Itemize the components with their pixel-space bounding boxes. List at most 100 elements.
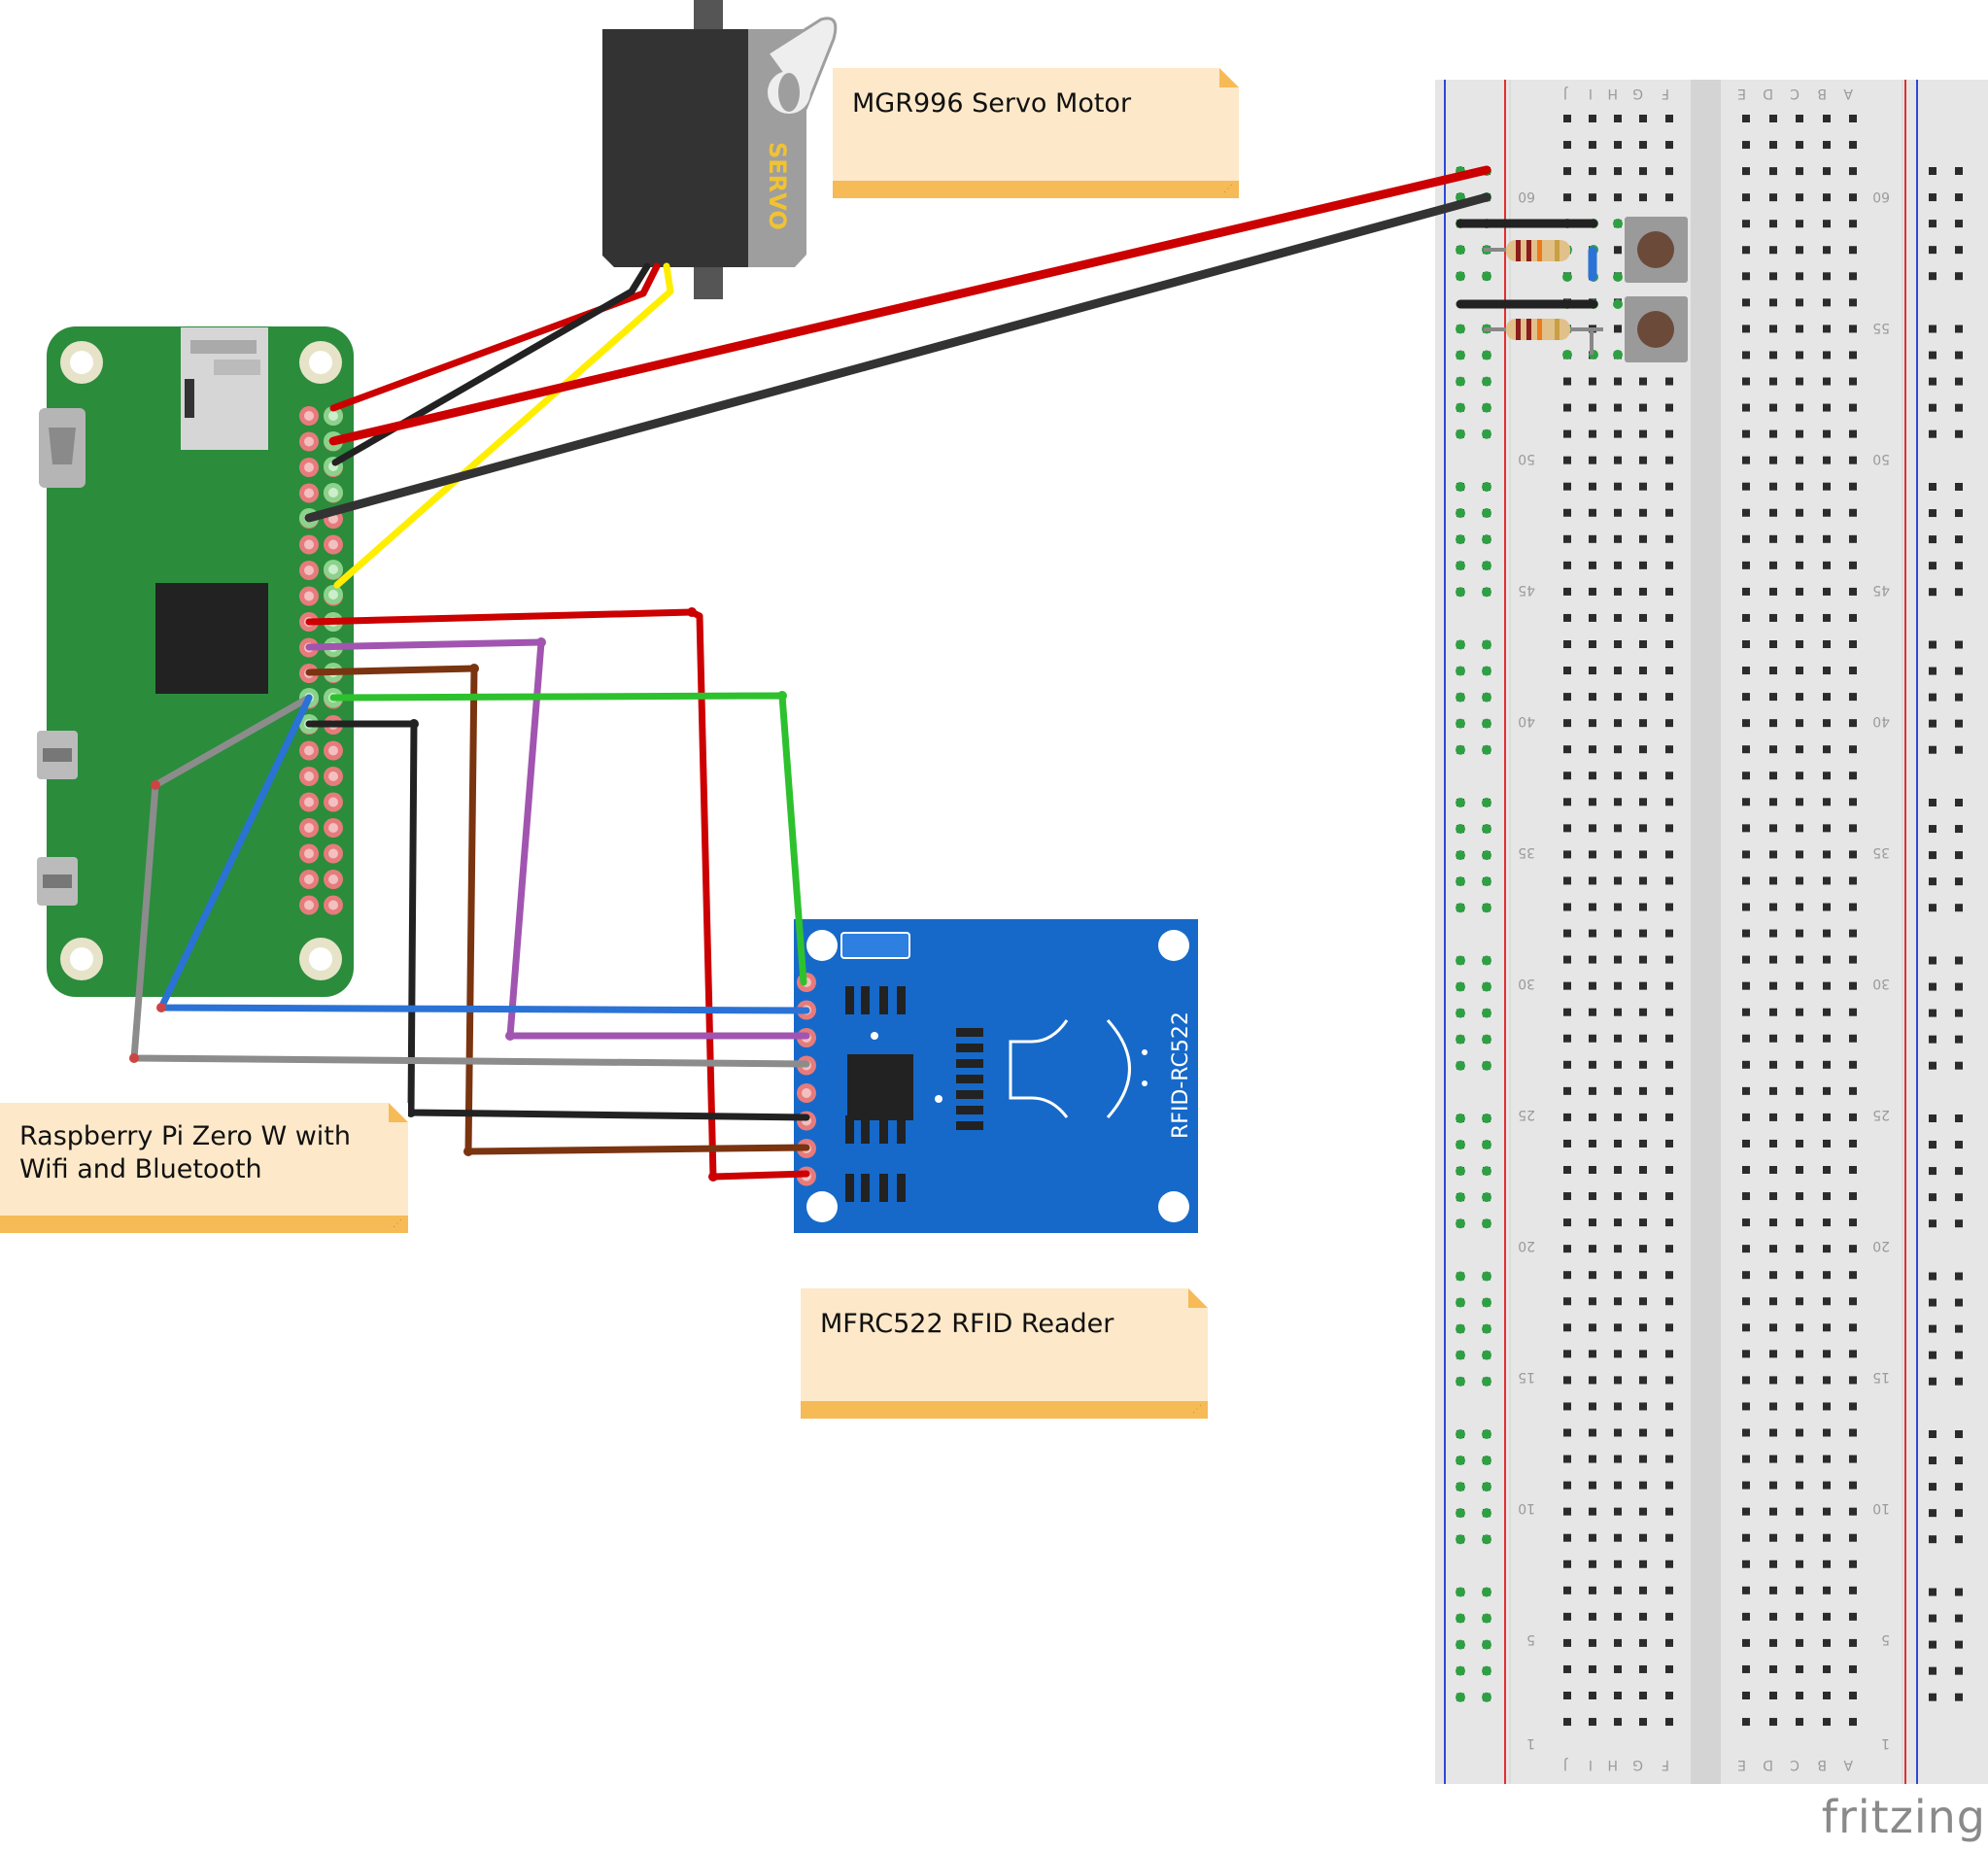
rail-hole: [1929, 1535, 1937, 1544]
rail-hole-used: [1482, 1639, 1491, 1650]
rail-hole-used: [1482, 718, 1491, 729]
rail-hole: [1929, 1219, 1937, 1228]
gpio-pin-hole: [328, 539, 338, 550]
rail-hole: [1955, 509, 1963, 518]
breadboard-hole: [1563, 561, 1571, 569]
breadboard-hole: [1769, 1455, 1777, 1463]
breadboard-hole: [1849, 903, 1857, 911]
breadboard-hole: [1614, 141, 1622, 150]
breadboard-hole: [1665, 1533, 1673, 1542]
breadboard-hole: [1614, 981, 1622, 990]
breadboard-hole: [1639, 693, 1647, 702]
breadboard-hole: [1589, 1245, 1596, 1253]
breadboard-hole: [1589, 955, 1596, 964]
breadboard-hole: [1614, 246, 1622, 255]
breadboard-hole: [1742, 141, 1750, 150]
breadboard-hole: [1849, 1297, 1857, 1306]
breadboard-hole: [1665, 1402, 1673, 1411]
breadboard-hole: [1639, 1455, 1647, 1463]
breadboard-hole: [1742, 798, 1750, 806]
breadboard-hole: [1742, 1638, 1750, 1647]
breadboard-hole: [1849, 429, 1857, 438]
breadboard-hole: [1589, 929, 1596, 938]
breadboard-hole: [1769, 1008, 1777, 1016]
breadboard-hole: [1742, 325, 1750, 333]
breadboard-hole: [1849, 981, 1857, 990]
breadboard-hole: [1614, 1192, 1622, 1201]
breadboard-hole: [1639, 771, 1647, 780]
breadboard-hole: [1823, 482, 1831, 491]
gpio-pin-hole: [304, 411, 314, 421]
breadboard-hole: [1796, 1428, 1803, 1437]
breadboard-hole: [1823, 403, 1831, 412]
breadboard-hole: [1589, 1192, 1596, 1201]
breadboard-hole: [1665, 1428, 1673, 1437]
servo-note: MGR996 Servo Motor ⋰: [833, 68, 1239, 198]
breadboard-hole: [1589, 1218, 1596, 1227]
rail-hole-used: [1482, 798, 1491, 807]
rail-hole: [1929, 429, 1937, 438]
breadboard-hole: [1742, 429, 1750, 438]
breadboard-hole: [1742, 693, 1750, 702]
gpio-pin-hole: [304, 591, 314, 601]
row-number: 15: [1518, 1369, 1535, 1385]
breadboard-hole: [1589, 1455, 1596, 1463]
breadboard-hole: [1665, 1139, 1673, 1148]
rail-hole-used: [1456, 1376, 1465, 1387]
breadboard-hole: [1614, 824, 1622, 833]
rail-hole: [1929, 1141, 1937, 1149]
breadboard-hole: [1639, 1034, 1647, 1043]
rail-hole: [1929, 719, 1937, 728]
breadboard-hole: [1639, 377, 1647, 386]
breadboard-hole: [1563, 1008, 1571, 1016]
breadboard-hole: [1769, 1560, 1777, 1568]
breadboard-hole: [1849, 1507, 1857, 1516]
breadboard-hole: [1665, 955, 1673, 964]
breadboard-hole: [1796, 876, 1803, 885]
breadboard-hole: [1665, 561, 1673, 569]
column-letter: I: [1589, 86, 1593, 101]
breadboard-hole: [1823, 298, 1831, 307]
breadboard-hole: [1796, 141, 1803, 150]
rail-hole: [1955, 535, 1963, 544]
breadboard-hole: [1769, 1113, 1777, 1121]
breadboard-hole: [1563, 981, 1571, 990]
gpio-pin-hole: [304, 823, 314, 833]
breadboard-hole: [1665, 1507, 1673, 1516]
breadboard-hole: [1563, 508, 1571, 517]
breadboard-hole: [1796, 1060, 1803, 1069]
breadboard-hole: [1742, 1139, 1750, 1148]
rail-hole: [1929, 1009, 1937, 1017]
wire-servo-signal: [333, 262, 674, 589]
gpio-pin-hole: [328, 823, 338, 833]
rail-hole-used: [1482, 1482, 1491, 1492]
gpio-pin-hole: [328, 771, 338, 781]
row-number: 45: [1518, 582, 1535, 598]
breadboard-hole: [1742, 771, 1750, 780]
breadboard-hole: [1563, 824, 1571, 833]
breadboard-hole: [1665, 1008, 1673, 1016]
rail-hole: [1955, 1693, 1963, 1701]
rail-hole: [1955, 640, 1963, 649]
breadboard-hole: [1614, 1718, 1622, 1727]
breadboard-hole: [1823, 613, 1831, 622]
rail-hole-used: [1482, 1297, 1491, 1308]
breadboard-hole: [1665, 1612, 1673, 1621]
breadboard-hole: [1563, 115, 1571, 122]
breadboard-hole: [1742, 876, 1750, 885]
breadboard-hole: [1665, 587, 1673, 596]
rail-hole-used: [1482, 561, 1491, 571]
breadboard-hole: [1665, 1192, 1673, 1201]
breadboard-hole: [1769, 1428, 1777, 1437]
breadboard-hole: [1849, 1533, 1857, 1542]
breadboard-hole: [1639, 955, 1647, 964]
breadboard-hole: [1665, 377, 1673, 386]
breadboard-hole: [1563, 1718, 1571, 1727]
breadboard-hole: [1769, 1507, 1777, 1516]
rail-hole: [1929, 1483, 1937, 1491]
column-letter: D: [1763, 1757, 1773, 1772]
breadboard-hole: [1589, 667, 1596, 675]
rail-hole: [1929, 904, 1937, 912]
breadboard-hole: [1742, 1560, 1750, 1568]
breadboard-hole: [1849, 745, 1857, 754]
